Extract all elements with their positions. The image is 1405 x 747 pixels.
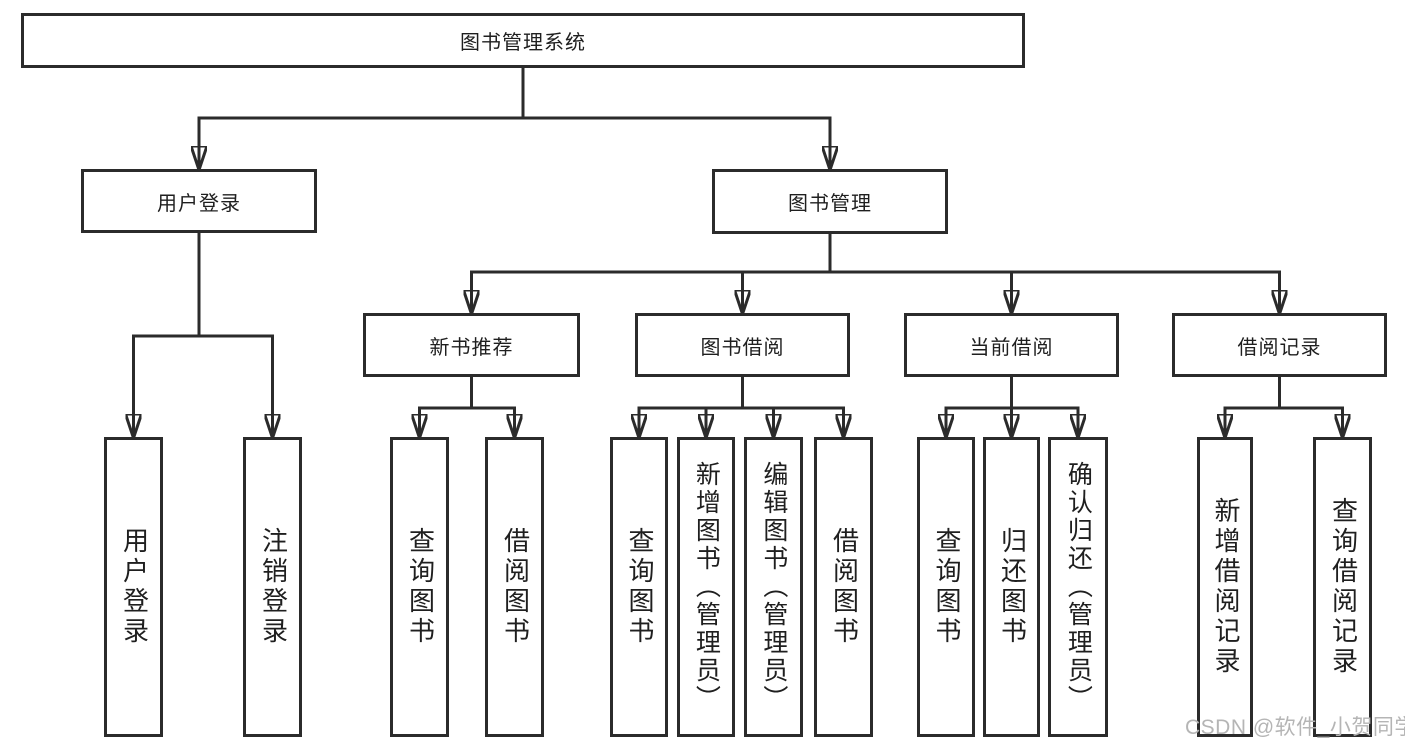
node-leaf-user-login: 用户登录 xyxy=(104,437,163,737)
node-leaf-query-borrow-record-label: 查询借阅记录 xyxy=(1328,497,1359,677)
node-leaf-add-books-admin: 新增图书（管理员） xyxy=(677,437,735,737)
node-leaf-confirm-return-admin: 确认归还（管理员） xyxy=(1048,437,1108,737)
node-leaf-borrow-books-2-label: 借阅图书 xyxy=(829,527,860,647)
node-leaf-query-books-2: 查询图书 xyxy=(610,437,668,737)
node-leaf-add-books-admin-label: 新增图书（管理员） xyxy=(692,461,721,713)
node-leaf-query-borrow-record: 查询借阅记录 xyxy=(1313,437,1372,737)
node-new-book-recommend: 新书推荐 xyxy=(363,313,580,377)
node-leaf-query-books-1-label: 查询图书 xyxy=(405,527,436,647)
node-leaf-query-books-3-label: 查询图书 xyxy=(931,527,962,647)
node-leaf-return-books-label: 归还图书 xyxy=(997,527,1028,647)
node-new-book-recommend-label: 新书推荐 xyxy=(429,336,514,359)
node-user-login-label: 用户登录 xyxy=(157,192,241,215)
node-book-borrow: 图书借阅 xyxy=(635,313,850,377)
node-leaf-user-login-label: 用户登录 xyxy=(119,527,150,647)
node-library-management-system: 图书管理系统 xyxy=(21,13,1025,68)
node-leaf-add-borrow-record-label: 新增借阅记录 xyxy=(1210,497,1241,677)
node-leaf-edit-books-admin-label: 编辑图书（管理员） xyxy=(759,461,788,713)
csdn-watermark: CSDN @软件_小贺同学 xyxy=(1185,716,1405,739)
node-book-borrow-label: 图书借阅 xyxy=(700,336,785,359)
node-borrow-records: 借阅记录 xyxy=(1172,313,1387,377)
node-leaf-return-books: 归还图书 xyxy=(983,437,1040,737)
node-book-management-label: 图书管理 xyxy=(788,193,872,215)
node-user-login: 用户登录 xyxy=(81,169,317,233)
node-borrow-records-label: 借阅记录 xyxy=(1237,336,1322,359)
node-current-borrow-label: 当前借阅 xyxy=(969,336,1054,359)
node-leaf-logout-label: 注销登录 xyxy=(258,527,289,647)
node-leaf-borrow-books-1: 借阅图书 xyxy=(485,437,544,737)
node-leaf-query-books-3: 查询图书 xyxy=(917,437,975,737)
node-leaf-query-books-2-label: 查询图书 xyxy=(624,527,655,647)
node-leaf-confirm-return-admin-label: 确认归还（管理员） xyxy=(1064,461,1093,713)
node-library-management-system-label: 图书管理系统 xyxy=(460,32,586,54)
node-leaf-query-books-1: 查询图书 xyxy=(390,437,449,737)
node-book-management: 图书管理 xyxy=(712,169,948,234)
node-leaf-edit-books-admin: 编辑图书（管理员） xyxy=(744,437,803,737)
node-leaf-add-borrow-record: 新增借阅记录 xyxy=(1197,437,1253,737)
node-leaf-logout: 注销登录 xyxy=(243,437,302,737)
node-leaf-borrow-books-2: 借阅图书 xyxy=(814,437,873,737)
node-current-borrow: 当前借阅 xyxy=(904,313,1119,377)
node-leaf-borrow-books-1-label: 借阅图书 xyxy=(500,527,531,647)
